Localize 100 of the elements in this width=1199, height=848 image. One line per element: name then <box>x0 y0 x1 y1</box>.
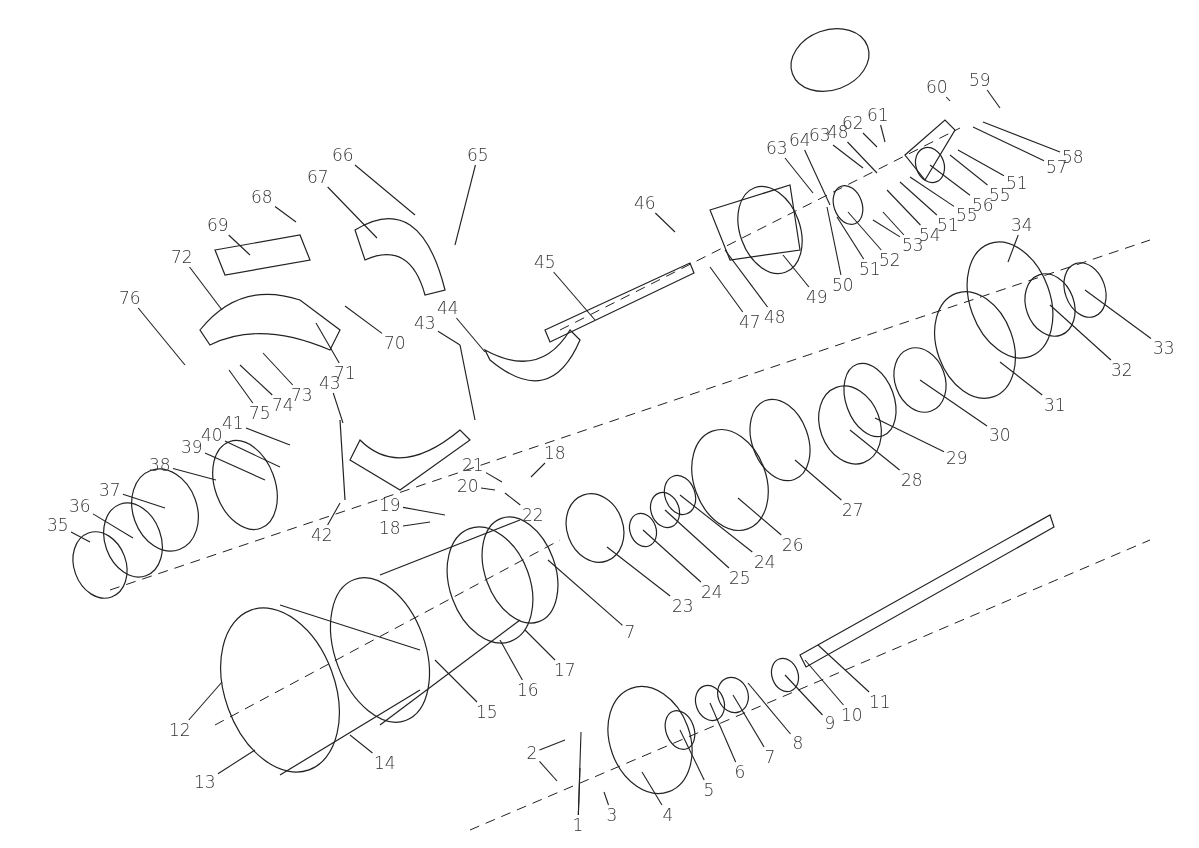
leader-line <box>899 181 938 216</box>
leader-line <box>909 176 955 207</box>
callout-number: 63 <box>765 139 789 157</box>
leader-line <box>949 154 989 186</box>
leader-line <box>794 459 842 501</box>
callout-number: 9 <box>823 714 837 732</box>
callout-number: 30 <box>988 426 1012 444</box>
leader-line <box>315 322 340 364</box>
leader-line <box>538 760 558 782</box>
callout-number: 7 <box>623 623 637 641</box>
callout-number: 15 <box>475 703 499 721</box>
leader-line <box>782 254 810 288</box>
callout-number: 22 <box>521 506 545 524</box>
leader-line <box>1084 289 1152 339</box>
callout-number: 25 <box>728 569 752 587</box>
leader-line <box>547 559 624 626</box>
callout-number: 47 <box>738 313 762 331</box>
leader-line <box>849 429 901 471</box>
leader-line <box>664 509 730 569</box>
leader-line <box>945 96 951 102</box>
leader-line <box>1007 234 1019 263</box>
leader-line <box>929 164 971 196</box>
leader-line <box>228 234 251 256</box>
leader-line <box>709 266 744 313</box>
leader-line <box>239 364 273 396</box>
callout-number: 16 <box>516 681 540 699</box>
callout-number: 18 <box>378 519 402 537</box>
leader-line <box>172 467 217 481</box>
callout-number: 23 <box>671 597 695 615</box>
callout-number: 11 <box>868 693 892 711</box>
leader-line <box>262 352 294 386</box>
callout-number: 66 <box>331 146 355 164</box>
leader-line <box>836 216 865 260</box>
leader-line <box>784 674 824 716</box>
leader-line <box>332 392 344 424</box>
leader-line <box>437 330 461 346</box>
callout-number: 69 <box>206 216 230 234</box>
callout-number: 5 <box>702 781 716 799</box>
leader-line <box>826 206 842 276</box>
callout-number: 31 <box>1043 396 1067 414</box>
callout-number: 3 <box>605 806 619 824</box>
leader-line <box>245 427 291 446</box>
callout-number: 27 <box>841 501 865 519</box>
leader-line <box>485 472 503 483</box>
leader-line <box>709 702 737 763</box>
callout-number: 21 <box>461 456 485 474</box>
callout-number: 20 <box>456 477 480 495</box>
leader-line <box>204 452 266 481</box>
leader-line <box>919 379 988 427</box>
callout-number: 46 <box>633 194 657 212</box>
callout-number: 51 <box>1005 174 1029 192</box>
leader-line <box>784 157 814 194</box>
leader-line <box>354 164 416 216</box>
callout-number: 35 <box>46 516 70 534</box>
callout-number: 36 <box>68 497 92 515</box>
leader-line <box>817 644 870 693</box>
callout-number: 14 <box>373 754 397 772</box>
callout-number: 4 <box>661 806 675 824</box>
callout-number: 24 <box>700 583 724 601</box>
leader-line <box>679 494 753 553</box>
leader-line <box>957 149 1005 177</box>
leader-line <box>122 493 166 509</box>
leader-line <box>274 206 297 223</box>
leader-line <box>344 305 383 334</box>
callout-number: 48 <box>763 308 787 326</box>
leader-line <box>349 734 374 754</box>
leader-line <box>737 497 782 536</box>
leader-line <box>872 219 901 238</box>
leader-line <box>530 462 546 478</box>
leader-line <box>679 729 705 781</box>
leader-line <box>434 659 478 703</box>
leader-line <box>224 440 281 468</box>
leader-line <box>228 369 254 404</box>
leader-line <box>455 317 486 353</box>
leader-line <box>402 521 431 527</box>
callout-number: 53 <box>901 236 925 254</box>
leader-line <box>832 144 864 169</box>
leader-line <box>641 771 663 806</box>
leader-line <box>847 211 882 251</box>
callout-number: 29 <box>945 449 969 467</box>
leader-line <box>886 189 921 226</box>
callout-number: 76 <box>118 289 142 307</box>
leader-line <box>188 681 223 721</box>
callout-number: 1 <box>571 816 585 834</box>
callout-number: 33 <box>1152 339 1176 357</box>
callout-number: 6 <box>733 763 747 781</box>
leader-line <box>504 492 521 506</box>
leader-line <box>189 266 223 311</box>
callout-number: 2 <box>525 744 539 762</box>
callout-number: 68 <box>250 188 274 206</box>
leader-line <box>804 659 844 706</box>
callout-number: 32 <box>1110 361 1134 379</box>
leader-line <box>642 529 702 583</box>
leader-line <box>217 749 256 775</box>
callout-number: 19 <box>378 496 402 514</box>
callout-number: 59 <box>968 71 992 89</box>
leader-line <box>986 89 1001 109</box>
callout-number: 34 <box>1010 216 1034 234</box>
callout-number: 43 <box>413 314 437 332</box>
callout-number: 13 <box>193 773 217 791</box>
